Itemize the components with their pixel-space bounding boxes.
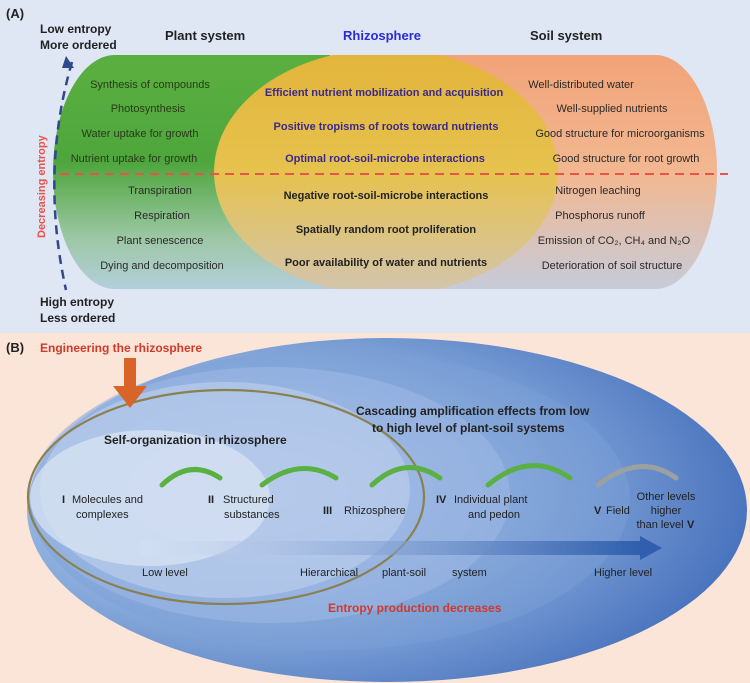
decreasing-entropy-label: Decreasing entropy bbox=[36, 134, 48, 238]
soil-bottom-item: Phosphorus runoff bbox=[555, 210, 646, 222]
level-5-line1: Field bbox=[606, 505, 630, 517]
level-2-line1: Structured bbox=[223, 494, 274, 506]
molecule-level-ellipse bbox=[30, 430, 270, 566]
rhizo-bottom-item: Spatially random root proliferation bbox=[296, 224, 477, 236]
high-entropy-label: High entropy bbox=[40, 295, 114, 309]
rhizo-bottom-item: Poor availability of water and nutrients bbox=[285, 257, 487, 269]
soil-top-item: Well-supplied nutrients bbox=[556, 103, 668, 115]
entropy-arrowhead bbox=[62, 56, 74, 68]
level-1-num: I bbox=[62, 494, 65, 506]
rhizosphere-header: Rhizosphere bbox=[343, 28, 421, 43]
level-2-line2: substances bbox=[224, 509, 280, 521]
other-levels-line3: than level bbox=[636, 519, 683, 531]
plant-top-item: Water uptake for growth bbox=[82, 128, 199, 140]
rhizo-bottom-list: Negative root-soil-microbe interactions … bbox=[284, 190, 489, 269]
level-5-num: V bbox=[594, 505, 602, 517]
plant-bottom-list: Transpiration Respiration Plant senescen… bbox=[100, 185, 224, 272]
cascading-line1: Cascading amplification effects from low bbox=[356, 404, 590, 418]
arc-1-2 bbox=[159, 467, 223, 488]
arc-3-4 bbox=[369, 465, 443, 488]
rhizosphere-region bbox=[214, 55, 558, 289]
level-labels: I Molecules and complexes II Structured … bbox=[62, 491, 696, 531]
level-2-num: II bbox=[208, 494, 214, 506]
axis-plant-soil: plant-soil bbox=[382, 567, 426, 579]
level-4-line1: Individual plant bbox=[454, 494, 527, 506]
engineering-rhizosphere-label: Engineering the rhizosphere bbox=[40, 341, 202, 355]
less-ordered-label: Less ordered bbox=[40, 311, 115, 325]
level-3-num: III bbox=[323, 505, 332, 517]
amplification-arcs bbox=[159, 463, 679, 488]
arc-4-5 bbox=[485, 463, 573, 488]
level-4-line2: and pedon bbox=[468, 509, 520, 521]
low-entropy-label: Low entropy bbox=[40, 22, 112, 36]
arc-5-other bbox=[595, 464, 679, 488]
entropy-dashed-arc bbox=[53, 61, 74, 291]
plant-top-list: Synthesis of compounds Photosynthesis Wa… bbox=[71, 79, 211, 165]
rhizo-bottom-item: Negative root-soil-microbe interactions bbox=[284, 190, 489, 202]
soil-top-item: Good structure for root growth bbox=[553, 153, 700, 165]
panel-a-label: (A) bbox=[6, 6, 24, 21]
level-1-line2: complexes bbox=[76, 509, 129, 521]
self-organization-label: Self-organization in rhizosphere bbox=[104, 433, 287, 447]
plant-bottom-item: Dying and decomposition bbox=[100, 260, 224, 272]
level-1-line1: Molecules and bbox=[72, 494, 143, 506]
engineering-arrow-head bbox=[113, 386, 147, 408]
plant-bottom-item: Respiration bbox=[134, 210, 190, 222]
level-4-num: IV bbox=[436, 494, 447, 506]
soil-system-header: Soil system bbox=[530, 28, 602, 43]
self-organization-outline bbox=[26, 388, 426, 606]
system-capsule bbox=[53, 55, 717, 289]
axis-low-label: Low level bbox=[142, 567, 188, 579]
panel-b-label: (B) bbox=[6, 340, 24, 355]
hierarchy-axis-head bbox=[640, 536, 662, 560]
plant-top-item: Photosynthesis bbox=[111, 103, 186, 115]
axis-system: system bbox=[452, 567, 487, 579]
axis-labels: Low level Hierarchical plant-soil system… bbox=[142, 567, 652, 579]
soil-bottom-item: Emission of CO₂, CH₄ and N₂O bbox=[538, 235, 691, 247]
arc-2-3 bbox=[259, 466, 339, 488]
soil-top-list: Well-distributed water Well-supplied nut… bbox=[528, 79, 705, 165]
plant-top-item: Nutrient uptake for growth bbox=[71, 153, 198, 165]
soil-top-item: Well-distributed water bbox=[528, 79, 634, 91]
plant-bottom-item: Plant senescence bbox=[117, 235, 204, 247]
cascading-line2: to high level of plant-soil systems bbox=[372, 421, 565, 435]
soil-bottom-list: Nitrogen leaching Phosphorus runoff Emis… bbox=[538, 185, 691, 272]
entropy-decreases-label: Entropy production decreases bbox=[328, 601, 502, 615]
rhizo-top-list: Efficient nutrient mobilization and acqu… bbox=[265, 87, 504, 165]
rhizo-top-item: Positive tropisms of roots toward nutrie… bbox=[274, 121, 499, 133]
more-ordered-label: More ordered bbox=[40, 38, 117, 52]
other-levels-line1: Other levels bbox=[637, 491, 696, 503]
engineering-arrow-shaft bbox=[124, 358, 136, 388]
soil-top-item: Good structure for microorganisms bbox=[535, 128, 705, 140]
other-levels-num: V bbox=[687, 519, 695, 531]
rhizo-top-item: Optimal root-soil-microbe interactions bbox=[285, 153, 485, 165]
level-3-line1: Rhizosphere bbox=[344, 505, 406, 517]
soil-bottom-item: Nitrogen leaching bbox=[555, 185, 641, 197]
rhizo-top-item: Efficient nutrient mobilization and acqu… bbox=[265, 87, 504, 99]
hierarchy-axis-bar bbox=[140, 541, 640, 555]
plant-bottom-item: Transpiration bbox=[128, 185, 192, 197]
axis-hierarchical: Hierarchical bbox=[300, 567, 358, 579]
soil-bottom-item: Deterioration of soil structure bbox=[542, 260, 683, 272]
plant-top-item: Synthesis of compounds bbox=[90, 79, 210, 91]
axis-high-label: Higher level bbox=[594, 567, 652, 579]
plant-system-header: Plant system bbox=[165, 28, 245, 43]
other-levels-line2: higher bbox=[651, 505, 682, 517]
